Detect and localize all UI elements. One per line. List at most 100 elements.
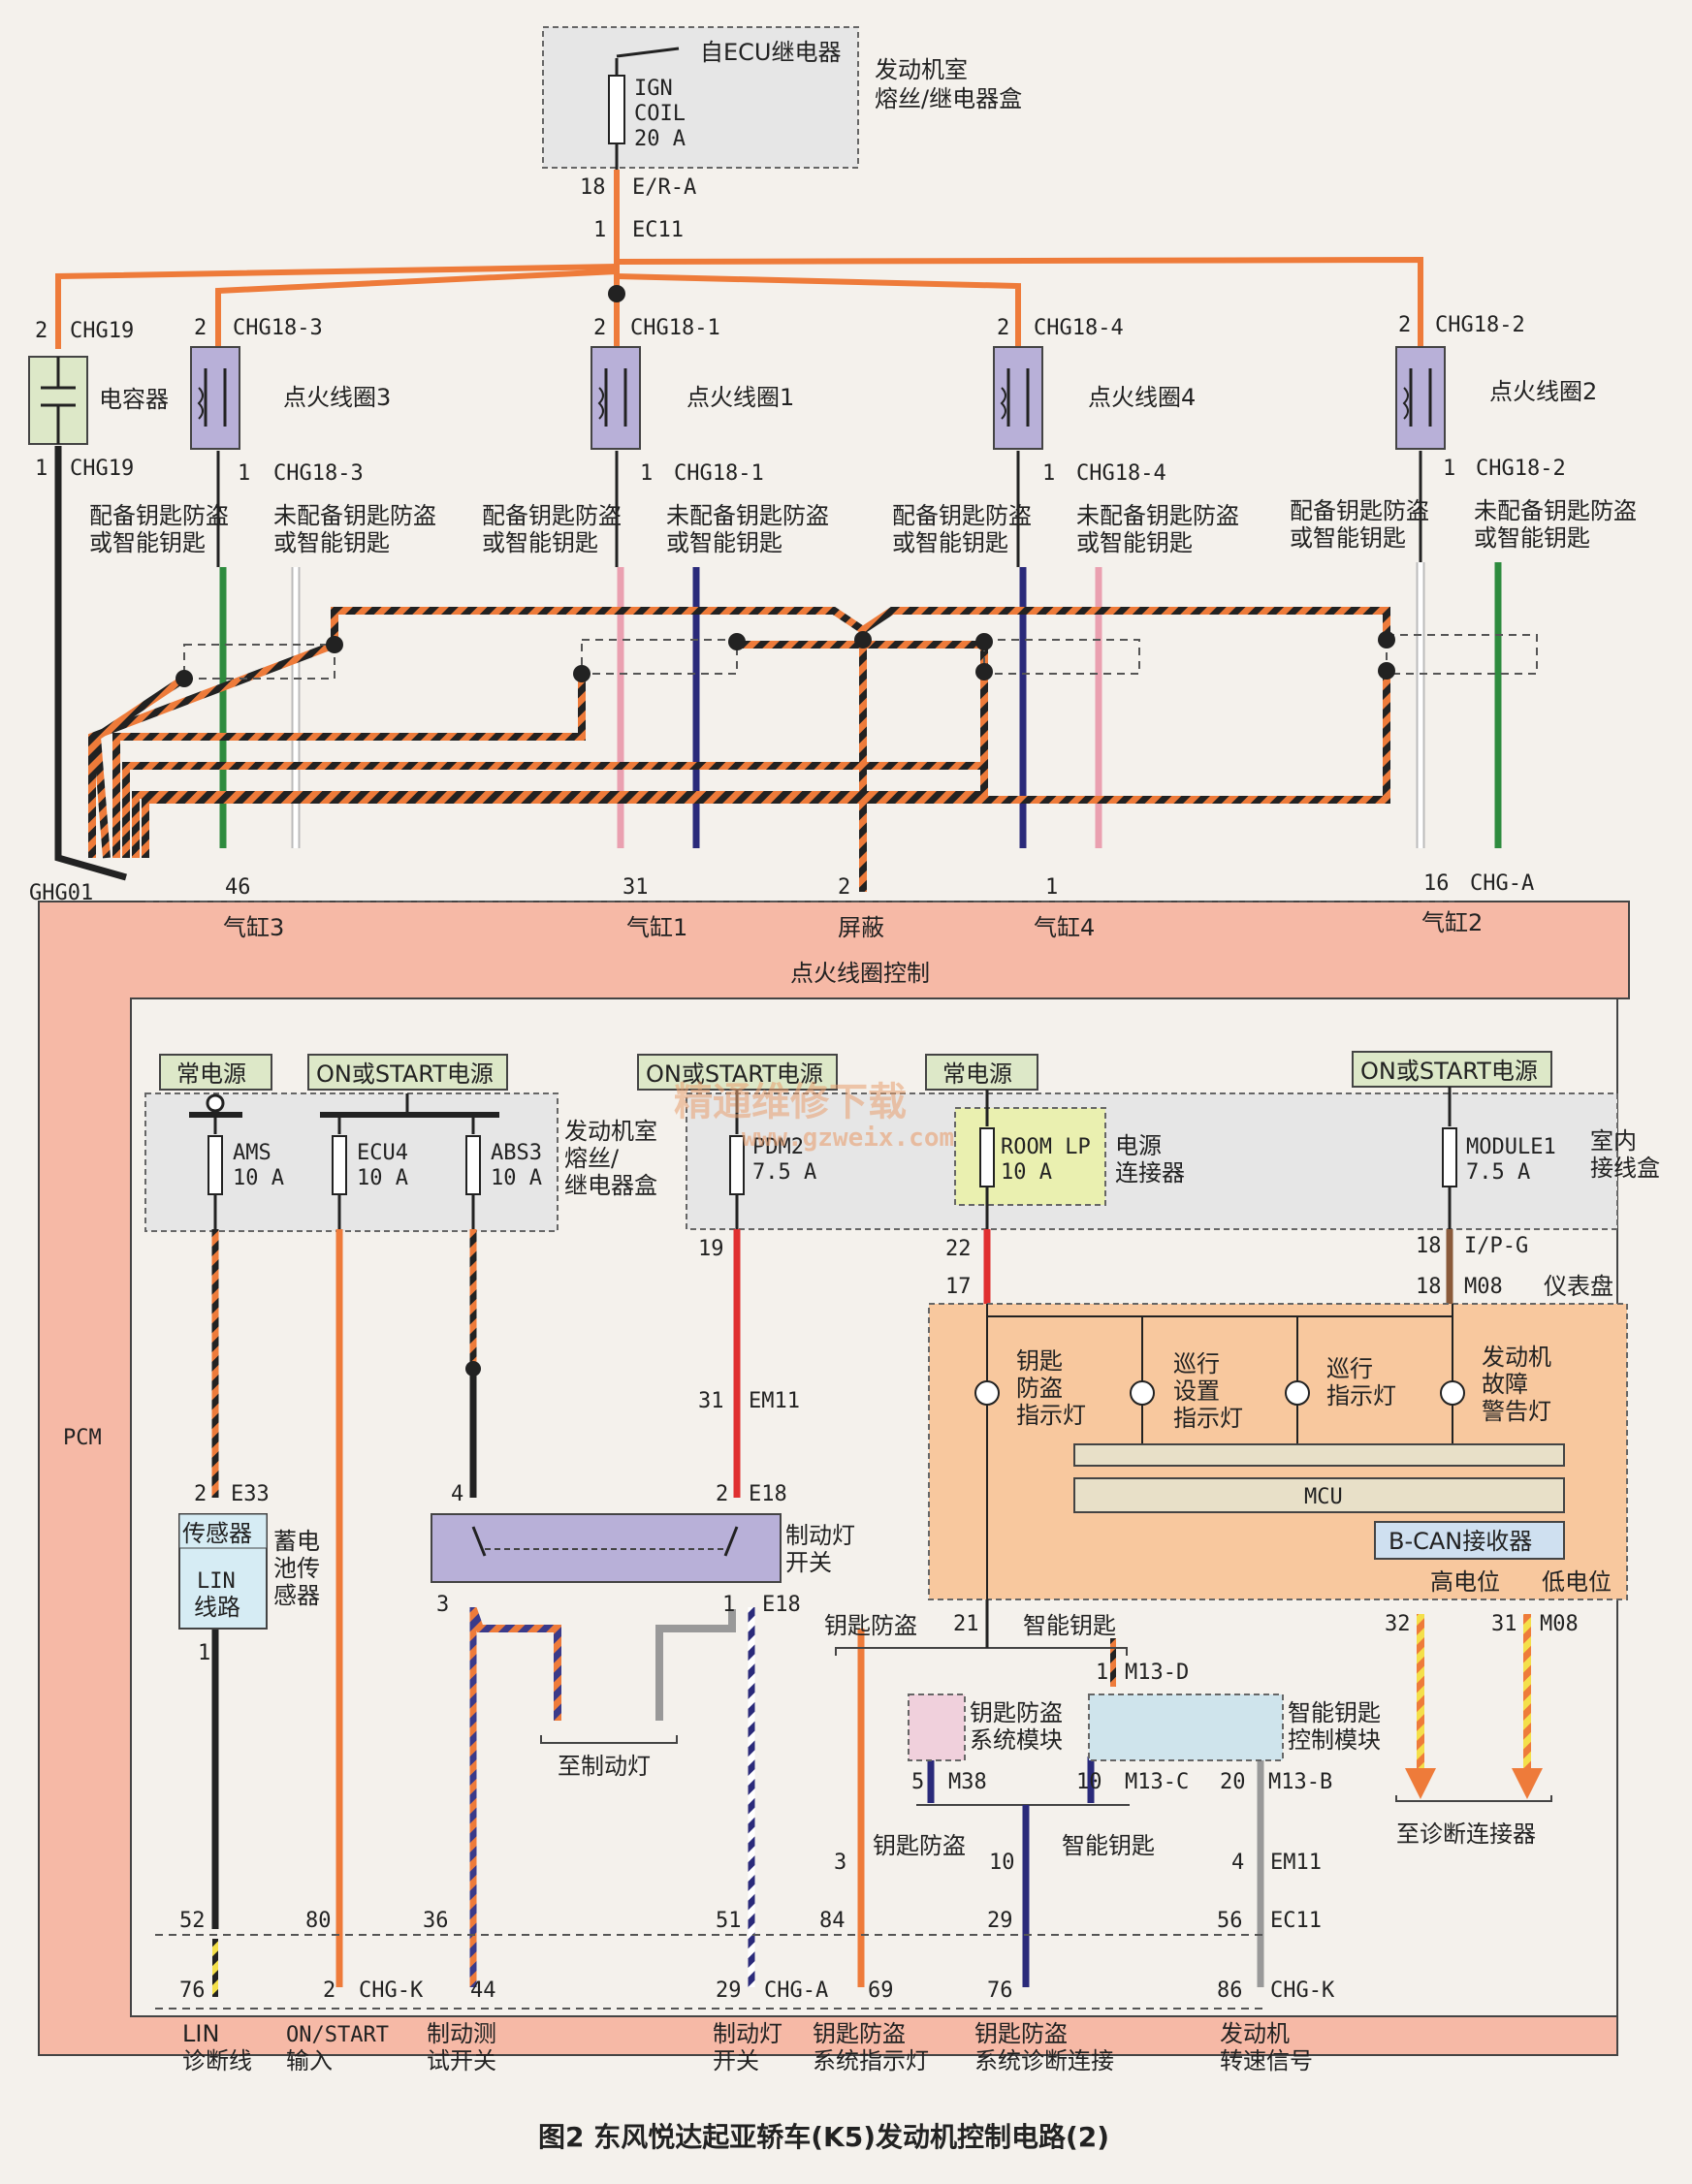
- connector-label: CHG19: [70, 319, 134, 343]
- connector-label: M13-B: [1268, 1770, 1332, 1794]
- ignition-coil-3: [190, 346, 240, 450]
- pin-label: 1: [1096, 1661, 1108, 1685]
- connector-label: CHG18-2: [1476, 457, 1566, 481]
- coil-3-label: 点火线圈3: [283, 384, 391, 411]
- connector-label: E18: [762, 1593, 801, 1617]
- pin-label: 31: [623, 875, 649, 900]
- pin-label: 10: [1076, 1770, 1102, 1794]
- capacitor-icon: [28, 356, 88, 445]
- pin-label: 32: [1385, 1612, 1411, 1636]
- lamp-label: 警告灯: [1482, 1398, 1551, 1425]
- coil-1-label: 点火线圈1: [686, 384, 794, 411]
- power-tag-label: ON或START电源: [316, 1060, 494, 1088]
- connector-label: M13-C: [1125, 1770, 1189, 1794]
- lamp-label: 防盗: [1016, 1375, 1063, 1402]
- connector-label: EM11: [1270, 1851, 1322, 1875]
- brake-light-switch: [431, 1513, 782, 1583]
- pin-label: 69: [868, 1978, 894, 2003]
- key-immo-label: 钥匙防盗: [824, 1612, 917, 1639]
- pin-label: 22: [945, 1237, 972, 1261]
- fuse-coil-name: COIL: [634, 102, 686, 126]
- connector-label: CHG18-2: [1435, 313, 1525, 337]
- variant-label: 未配备钥匙防盗: [1474, 497, 1637, 524]
- fuse-name: ROOM LP: [1001, 1135, 1091, 1159]
- power-connector-label: 连接器: [1115, 1159, 1185, 1187]
- variant-label: 未配备钥匙防盗: [273, 502, 436, 529]
- variant-labels: 配备钥匙防盗 或智能钥匙 未配备钥匙防盗 或智能钥匙 配备钥匙防盗 或智能钥匙 …: [89, 497, 1637, 556]
- smart-key-module: [1088, 1693, 1284, 1761]
- variant-label: 或智能钥匙: [1076, 529, 1193, 556]
- can-low-label: 低电位: [1542, 1568, 1612, 1596]
- shield-label: 屏蔽: [838, 914, 884, 941]
- pin-label: 4: [451, 1482, 463, 1506]
- variant-label: 或智能钥匙: [482, 529, 598, 556]
- pin-label: 2: [35, 319, 48, 343]
- ignition-coil-1: [591, 346, 641, 450]
- connector-label: CHG-K: [359, 1978, 424, 2003]
- connector-label: E33: [231, 1482, 270, 1506]
- lamp-label: 指示灯: [1016, 1402, 1086, 1429]
- connector-label: CHG18-3: [233, 316, 323, 340]
- pcm-label: PCM: [63, 1426, 102, 1450]
- cylinder-1-label: 气缸1: [626, 914, 687, 941]
- figure-caption: 图2 东风悦达起亚轿车(K5)发动机控制电路(2): [538, 2121, 1109, 2153]
- pin-label: 29: [987, 1909, 1013, 1933]
- cluster-title: 仪表盘: [1544, 1273, 1613, 1300]
- variant-label: 或智能钥匙: [892, 529, 1008, 556]
- pin-label: 2: [194, 1482, 207, 1506]
- junction-box-label: 接线盒: [1590, 1155, 1660, 1182]
- pin-label: 1: [1042, 461, 1055, 486]
- variant-label: 配备钥匙防盗: [482, 502, 622, 529]
- capacitor-label: 电容器: [99, 386, 169, 413]
- smart-key-label: 智能钥匙: [1062, 1832, 1155, 1859]
- sensor-label: 传感器: [182, 1520, 252, 1547]
- pin-label: 2: [323, 1978, 335, 2003]
- lamp-label: 钥匙: [1016, 1347, 1063, 1375]
- pin-label: 52: [179, 1909, 206, 1933]
- warning-lamp-icon: [974, 1380, 1465, 1406]
- smart-module-label: 控制模块: [1288, 1726, 1381, 1754]
- fuse-rating: 10 A: [1001, 1160, 1052, 1185]
- top-fuse-box: [542, 26, 859, 169]
- connector-label: CHG18-4: [1034, 316, 1124, 340]
- immo-module-label: 钥匙防盗: [970, 1699, 1063, 1726]
- fuse-rating: 7.5 A: [752, 1160, 816, 1185]
- pin-label: 20: [1220, 1770, 1246, 1794]
- pcm-function-label: 系统诊断连接: [974, 2047, 1114, 2074]
- pin-label: 1: [35, 457, 48, 481]
- immo-module-label: 系统模块: [970, 1726, 1063, 1754]
- pin-label: 2: [997, 316, 1009, 340]
- pin-label: 84: [819, 1909, 846, 1933]
- pin-label: 16: [1423, 871, 1450, 896]
- lamp-label: 故障: [1482, 1371, 1528, 1398]
- connector-label: CHG18-1: [630, 316, 720, 340]
- to-brake-lamp-label: 至制动灯: [558, 1753, 651, 1780]
- left-fuses: [189, 1093, 499, 1229]
- right-fuses: [729, 1087, 1457, 1229]
- connector-label: EC11: [1270, 1909, 1322, 1933]
- pin-label: 56: [1217, 1909, 1243, 1933]
- connector-label: CHG19: [70, 457, 134, 481]
- pcm-function-label: 钥匙防盗: [974, 2020, 1068, 2047]
- lower-wires: [211, 1229, 1543, 1997]
- pin-label: 1: [238, 461, 250, 486]
- variant-label: 配备钥匙防盗: [89, 502, 229, 529]
- fuse-rating: 10 A: [491, 1166, 542, 1190]
- fuse-rating: 10 A: [233, 1166, 284, 1190]
- variant-label: 未配备钥匙防盗: [1076, 502, 1239, 529]
- junction-box-label: 室内: [1590, 1127, 1637, 1155]
- immo-module: [908, 1693, 966, 1761]
- fuse-ign-rating: 20 A: [634, 127, 686, 151]
- pin-label: 18: [1416, 1275, 1442, 1299]
- pin-label: 1: [1443, 457, 1455, 481]
- ignition-coil-4: [993, 346, 1043, 450]
- fuse-box-label: 继电器盒: [564, 1172, 657, 1199]
- fuse-name: AMS: [233, 1141, 271, 1165]
- pin-label: 31: [1491, 1612, 1517, 1636]
- variant-label: 或智能钥匙: [1290, 524, 1406, 552]
- shield-harness: [88, 607, 1390, 892]
- shield-dashed: [183, 634, 1538, 680]
- pcm-function-label: 钥匙防盗: [813, 2020, 906, 2047]
- ecu-relay-label: 自ECU继电器: [700, 39, 842, 66]
